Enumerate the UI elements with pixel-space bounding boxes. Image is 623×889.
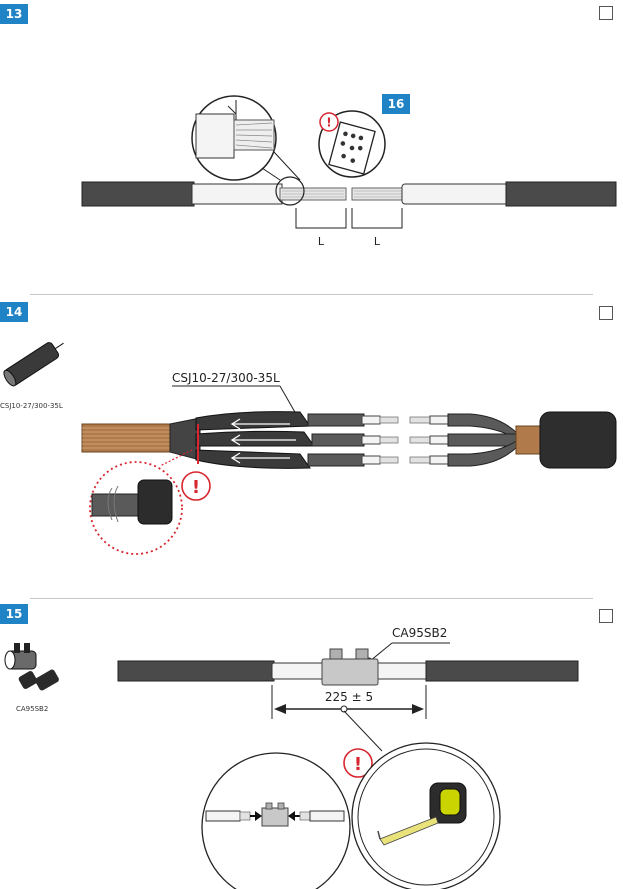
warning-icon: [319, 112, 339, 132]
warning-icon: [343, 748, 373, 778]
left-multicore-cable: [81, 423, 171, 453]
right-cable-jacket: [505, 181, 617, 207]
step-badge-13: 13: [0, 4, 28, 24]
mechanical-connector: [321, 658, 379, 686]
reference-badge-16: 16: [382, 94, 410, 114]
tape-measure-icon: [377, 782, 467, 846]
step-15-checkbox[interactable]: [599, 609, 613, 623]
part-label-ca95sb2: CA95SB2: [16, 705, 49, 713]
manual-book-icon: [328, 121, 376, 175]
step-badge-15: 15: [0, 604, 28, 624]
step-13-checkbox[interactable]: [599, 6, 613, 20]
step-13-diagram: ! L L: [81, 95, 617, 248]
detail-source-circle: [275, 176, 305, 206]
right-multicore-cable: [539, 411, 617, 469]
right-cable-insulation: [401, 183, 509, 205]
left-cable-insulation: [191, 183, 283, 205]
connector-kit-icon: [4, 643, 59, 691]
part-label-csj: CSJ10-27/300-35L: [0, 402, 63, 410]
connector-callout: CA95SB2: [392, 626, 447, 640]
step-14-diagram: CSJ10-27/300-35L !: [3, 342, 617, 555]
dimension-label: 225 ± 5: [325, 690, 373, 704]
measure-detail-circle: [351, 742, 501, 889]
svg-text:!: !: [326, 116, 331, 130]
svg-text:!: !: [354, 754, 362, 775]
csj-callout: CSJ10-27/300-35L: [172, 371, 280, 385]
warning-icon: [181, 471, 211, 501]
length-label-right: L: [374, 235, 381, 248]
cold-shrink-tube-icon: [3, 342, 64, 387]
length-label-left: L: [318, 235, 325, 248]
left-cable-jacket: [81, 181, 195, 207]
svg-text:!: !: [192, 477, 200, 498]
step-14-checkbox[interactable]: [599, 306, 613, 320]
step-15-diagram: CA95SB2 225 ± 5 !: [4, 626, 579, 889]
step-badge-14: 14: [0, 302, 28, 322]
section-divider-1: [30, 294, 593, 295]
section-divider-2: [30, 598, 593, 599]
